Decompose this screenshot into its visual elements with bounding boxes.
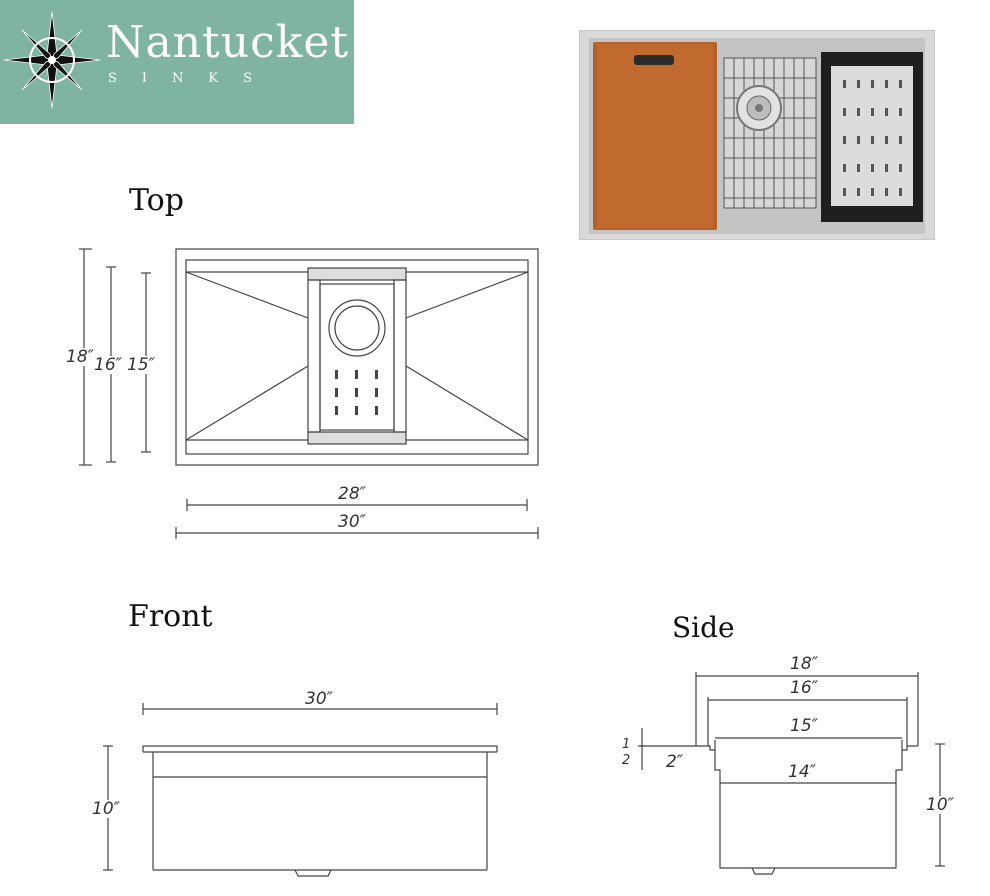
- side-lip-1-label: 1: [622, 737, 631, 752]
- top-depth-16-label: 16″: [94, 355, 122, 375]
- front-view-outline: [103, 703, 498, 877]
- top-depth-15-label: 15″: [127, 355, 155, 375]
- side-height-10-label: 10″: [926, 795, 954, 815]
- brand-subtitle: SINKS: [108, 71, 278, 86]
- nantucket-logo: Nantucket SINKS: [0, 0, 354, 124]
- top-width-30-label: 30″: [338, 512, 366, 532]
- top-view-title: Top: [129, 183, 184, 218]
- top-view-dimension-lines: [79, 248, 539, 539]
- front-height-10-label: 10″: [92, 799, 120, 819]
- top-view-slots: [335, 370, 378, 415]
- top-depth-18-label: 18″: [66, 347, 94, 367]
- top-view-outline: [175, 248, 539, 466]
- front-view-title: Front: [128, 599, 213, 634]
- front-width-30-label: 30″: [305, 689, 333, 709]
- side-step-2-label: 2″: [666, 752, 684, 772]
- side-view-outline: [638, 672, 945, 875]
- side-width-16-label: 16″: [790, 678, 818, 698]
- side-lip-2-label: 2: [622, 753, 631, 768]
- side-width-18-label: 18″: [790, 654, 818, 674]
- side-view-title: Side: [672, 611, 735, 644]
- side-width-14-label: 14″: [788, 762, 816, 782]
- side-width-15-label: 15″: [790, 716, 818, 736]
- sink-product-photo: [579, 30, 935, 240]
- compass-rose-icon: [3, 11, 101, 109]
- top-width-28-label: 28″: [338, 484, 366, 504]
- brand-name: Nantucket: [106, 17, 350, 68]
